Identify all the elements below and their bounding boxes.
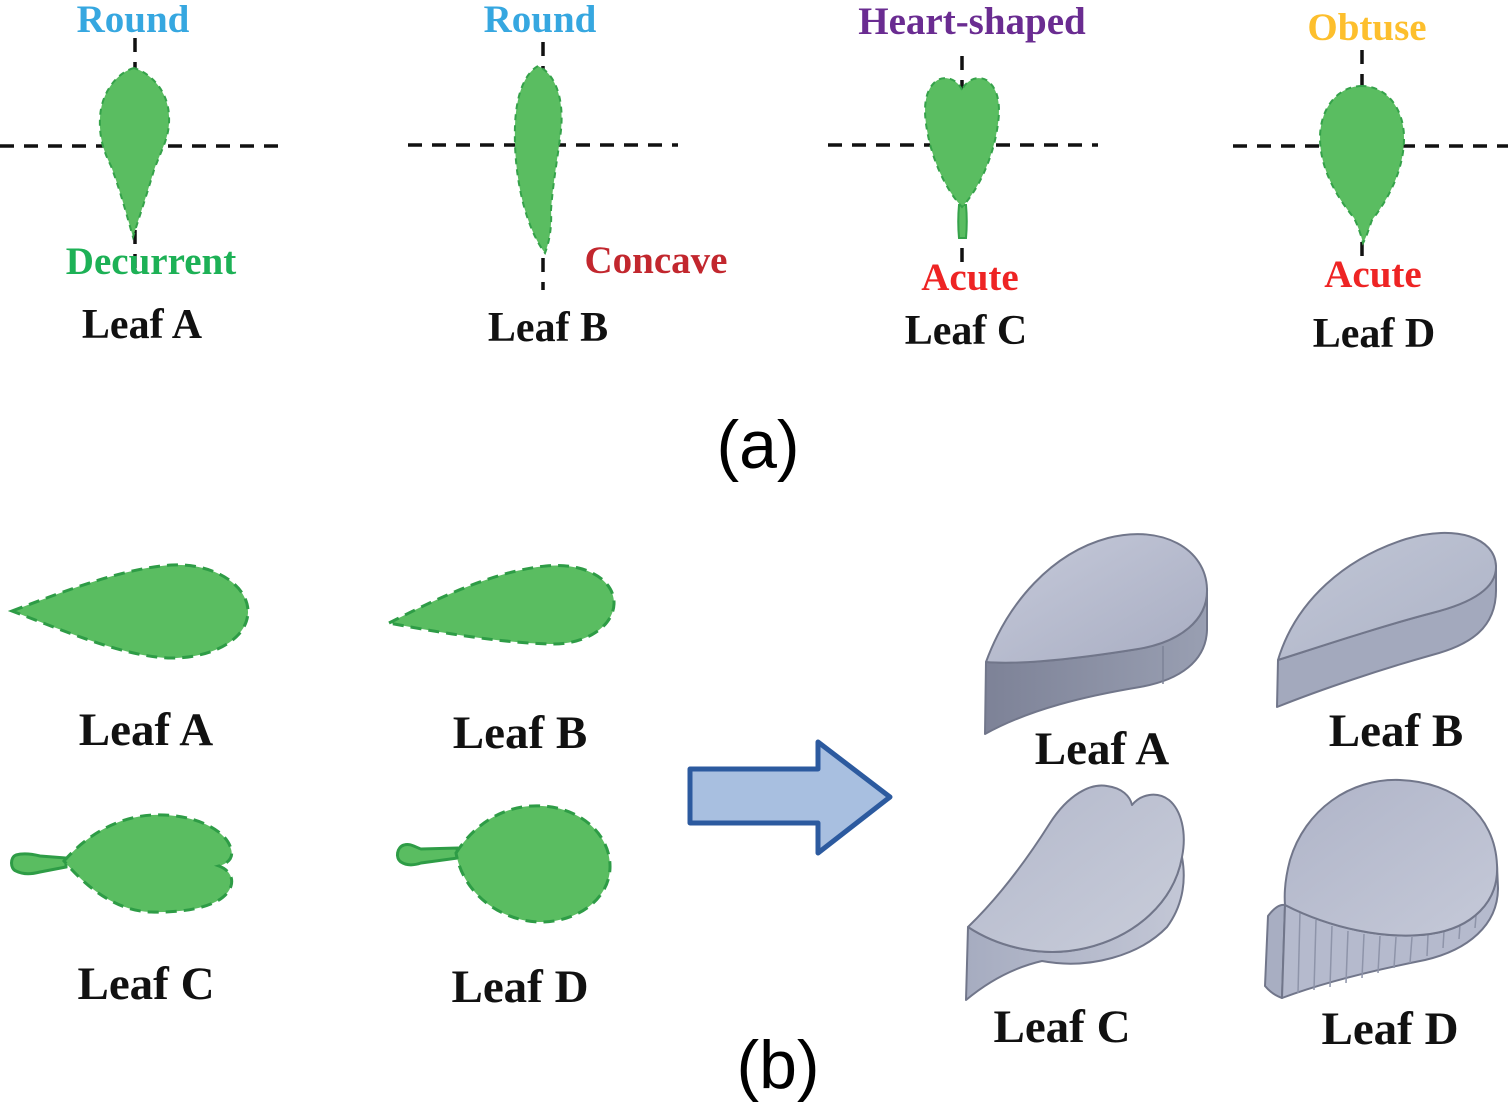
- transform-arrow-icon: [687, 739, 893, 856]
- flat-leaf-b-shape: [384, 563, 616, 646]
- apex-label-leaf-b: Round: [483, 0, 597, 41]
- solid-leaf-d-name-label: Leaf D: [1321, 1003, 1459, 1055]
- flat-leaf-a-shape: [7, 563, 250, 660]
- flat-leaf-a-name-label: Leaf A: [78, 704, 214, 756]
- leaf-c-name-label: Leaf C: [904, 308, 1028, 354]
- leaf-d-outline-shape: [1318, 84, 1406, 246]
- apex-label-leaf-a: Round: [76, 0, 190, 41]
- solid-leaf-a-shape: [984, 533, 1209, 735]
- solid-leaf-d-striations: [1297, 911, 1477, 994]
- base-label-leaf-b: Concave: [584, 239, 728, 282]
- panel-b-figure-label: (b): [736, 1027, 820, 1103]
- flat-leaf-c-shape: [10, 813, 234, 914]
- panel-a-figure-label: (a): [716, 407, 800, 483]
- solid-leaf-c-shape: [965, 784, 1185, 1001]
- base-label-leaf-d: Acute: [1324, 253, 1422, 296]
- leaf-a-outline-shape: [98, 66, 171, 241]
- base-label-leaf-a: Decurrent: [65, 240, 237, 283]
- solid-leaf-b-name-label: Leaf B: [1328, 705, 1464, 757]
- solid-leaf-d-shape: [1264, 778, 1499, 999]
- apex-label-leaf-c: Heart-shaped: [858, 0, 1086, 43]
- solid-leaf-c-name-label: Leaf C: [993, 1001, 1131, 1053]
- leaf-b-outline-shape: [513, 64, 563, 255]
- base-label-leaf-c: Acute: [921, 256, 1019, 299]
- leaf-a-name-label: Leaf A: [81, 302, 203, 348]
- leaf-b-name-label: Leaf B: [487, 305, 609, 351]
- flat-leaf-d-shape: [395, 804, 612, 924]
- flat-leaf-d-name-label: Leaf D: [451, 961, 589, 1013]
- flat-leaf-c-name-label: Leaf C: [77, 958, 215, 1010]
- apex-label-leaf-d: Obtuse: [1307, 6, 1427, 49]
- leaf-c-outline-shape: [924, 77, 1000, 239]
- flat-leaf-b-name-label: Leaf B: [452, 707, 588, 759]
- solid-leaf-a-name-label: Leaf A: [1034, 723, 1170, 775]
- solid-leaf-b-shape: [1276, 531, 1498, 708]
- leaf-d-name-label: Leaf D: [1312, 311, 1436, 357]
